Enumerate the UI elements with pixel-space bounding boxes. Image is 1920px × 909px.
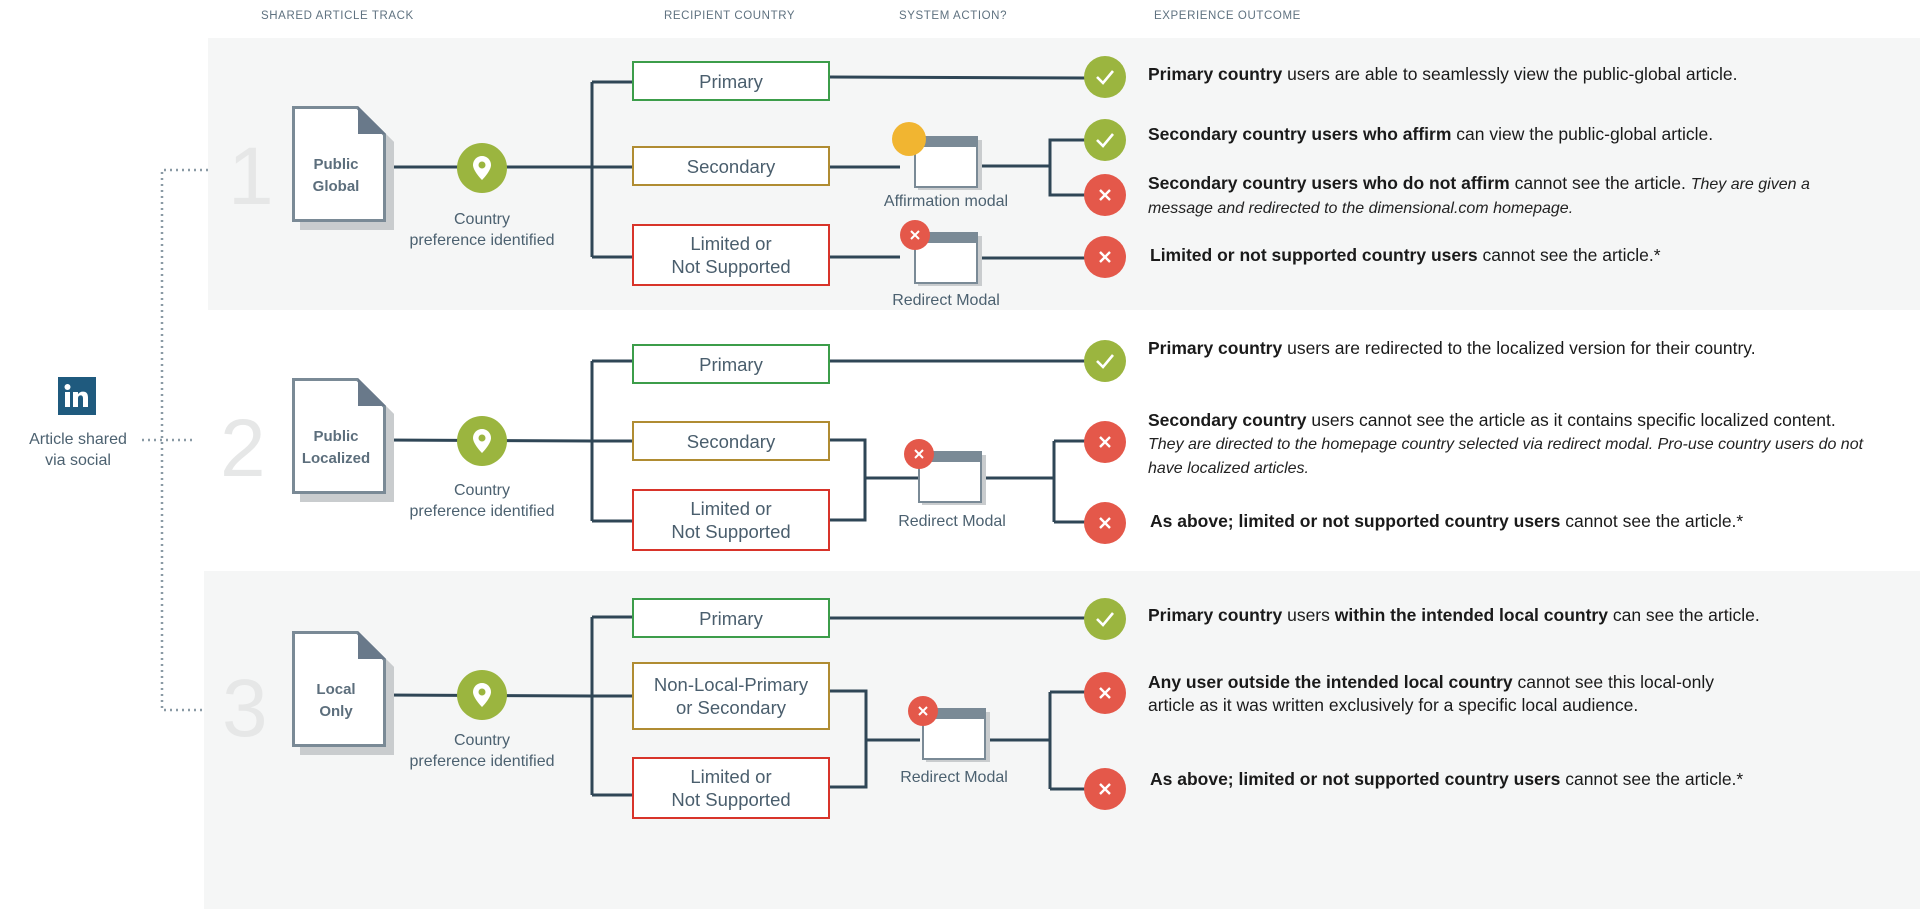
x-icon: [1084, 421, 1126, 463]
track-3-band: [204, 571, 1920, 909]
location-pin-icon: [457, 416, 507, 466]
x-icon: [1084, 672, 1126, 714]
country-primary: Primary: [632, 61, 830, 101]
track-number: 3: [222, 663, 268, 754]
close-icon: [908, 696, 938, 726]
header-country: RECIPIENT COUNTRY: [664, 10, 796, 22]
redirect-modal: [900, 220, 982, 286]
country-primary: Primary: [632, 344, 830, 384]
check-icon: [1084, 598, 1126, 640]
outcome-text: Primary country users within the intende…: [1148, 605, 1760, 625]
primary-to-outcome: [829, 75, 1086, 80]
country-secondary: Secondary: [632, 146, 830, 186]
outcome-text: As above; limited or not supported count…: [1150, 511, 1744, 531]
source-connector: [160, 168, 208, 712]
outcome-text: Secondary country users cannot see the a…: [1148, 410, 1864, 477]
redirect-modal: [908, 696, 990, 762]
outcome-text: Primary country users are redirected to …: [1148, 338, 1756, 358]
modal-caption: Redirect Modal: [898, 513, 1006, 530]
x-icon: [1084, 236, 1126, 278]
x-icon: [1084, 502, 1126, 544]
linkedin-icon: [58, 377, 96, 415]
close-icon: [904, 439, 934, 469]
location-pin-icon: [457, 670, 507, 720]
header-action: SYSTEM ACTION?: [899, 10, 1008, 22]
affirmation-modal: [892, 122, 982, 190]
country-primary: Primary: [632, 598, 830, 638]
x-icon: [1084, 174, 1126, 216]
check-icon: [1084, 56, 1126, 98]
track-number: 2: [220, 403, 266, 494]
track-number: 1: [228, 131, 274, 222]
location-pin-icon: [457, 143, 507, 193]
check-icon: [1084, 340, 1126, 382]
modal-caption: Redirect Modal: [892, 292, 1000, 309]
modal-caption: Redirect Modal: [900, 769, 1008, 786]
x-icon: [1084, 768, 1126, 810]
outcome-text: Secondary country users who do not affir…: [1148, 173, 1810, 217]
redirect-modal: [904, 439, 986, 505]
outcome-text: Limited or not supported country users c…: [1150, 245, 1661, 265]
modal-caption: Affirmation modal: [883, 193, 1009, 210]
outcome-text: Any user outside the intended local coun…: [1148, 672, 1715, 715]
header-outcome: EXPERIENCE OUTCOME: [1154, 10, 1301, 22]
affirm-badge: [892, 122, 926, 156]
country-secondary: Secondary: [632, 421, 830, 461]
outcome-text: Primary country users are able to seamle…: [1148, 64, 1738, 84]
outcome-text: Secondary country users who affirm can v…: [1148, 124, 1714, 144]
header-track: SHARED ARTICLE TRACK: [261, 10, 414, 22]
source-label: Article shared via social: [29, 431, 127, 469]
outcome-text: As above; limited or not supported count…: [1150, 769, 1744, 789]
check-icon: [1084, 119, 1126, 161]
close-icon: [900, 220, 930, 250]
